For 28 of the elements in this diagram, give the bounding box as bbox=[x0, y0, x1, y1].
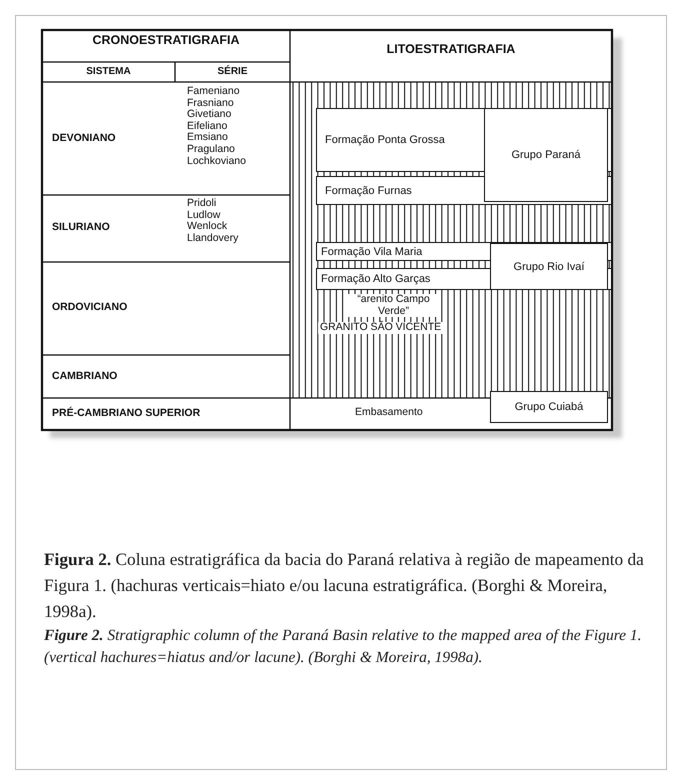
system-name: DEVONIANO bbox=[52, 133, 116, 145]
group-box: Grupo Rio Ivaí bbox=[490, 243, 608, 290]
unit-label: “arenito Campo Verde” bbox=[348, 294, 439, 318]
system-name: ORDOVICIANO bbox=[52, 302, 128, 314]
series-name: Eifeliano bbox=[187, 120, 228, 132]
caption-text: Figura 2. Coluna estratigráfica da bacia do Paraná relativa à região de mapeamento da Figura 1. (hachuras verticais=hiato e/ou lacuna estratigráfica. (Borghi & Moreira, 1998a). bbox=[44, 549, 644, 623]
series-name: Givetiano bbox=[187, 109, 232, 121]
column-header: CRONOESTRATIGRAFIA bbox=[92, 35, 240, 47]
column-header: SISTEMA bbox=[85, 66, 132, 78]
column-header: SÉRIE bbox=[216, 66, 248, 78]
series-name: Pragulano bbox=[187, 144, 235, 156]
series-name: Emsiano bbox=[187, 132, 228, 144]
system-name: PRÉ-CAMBRIANO SUPERIOR bbox=[52, 408, 200, 420]
series-name: Llandovery bbox=[187, 232, 238, 244]
system-name: CAMBRIANO bbox=[52, 371, 118, 383]
series-name: Pridoli bbox=[187, 198, 216, 210]
column-header: LITOESTRATIGRAFIA bbox=[386, 44, 516, 56]
series-name: Lochkoviano bbox=[187, 156, 246, 168]
system-name: SILURIANO bbox=[52, 222, 110, 234]
series-name: Fameniano bbox=[187, 86, 240, 98]
group-box: Grupo Cuiabá bbox=[490, 391, 608, 423]
series-name: Wenlock bbox=[187, 221, 228, 233]
series-name: Ludlow bbox=[187, 210, 220, 221]
group-box: Grupo Paraná bbox=[484, 108, 608, 202]
caption-text: Figure 2. Stratigraphic column of the Paraná Basin relative to the mapped area of the Figure 1. (vertical hachures=hiatus and/or lacune). (Borghi & Moreira, 1998a). bbox=[44, 626, 643, 668]
series-name: Frasniano bbox=[187, 98, 234, 109]
unit-label: Embasamento bbox=[355, 407, 423, 419]
unit-label: GRANITO SÃO VICENTE bbox=[318, 322, 444, 334]
